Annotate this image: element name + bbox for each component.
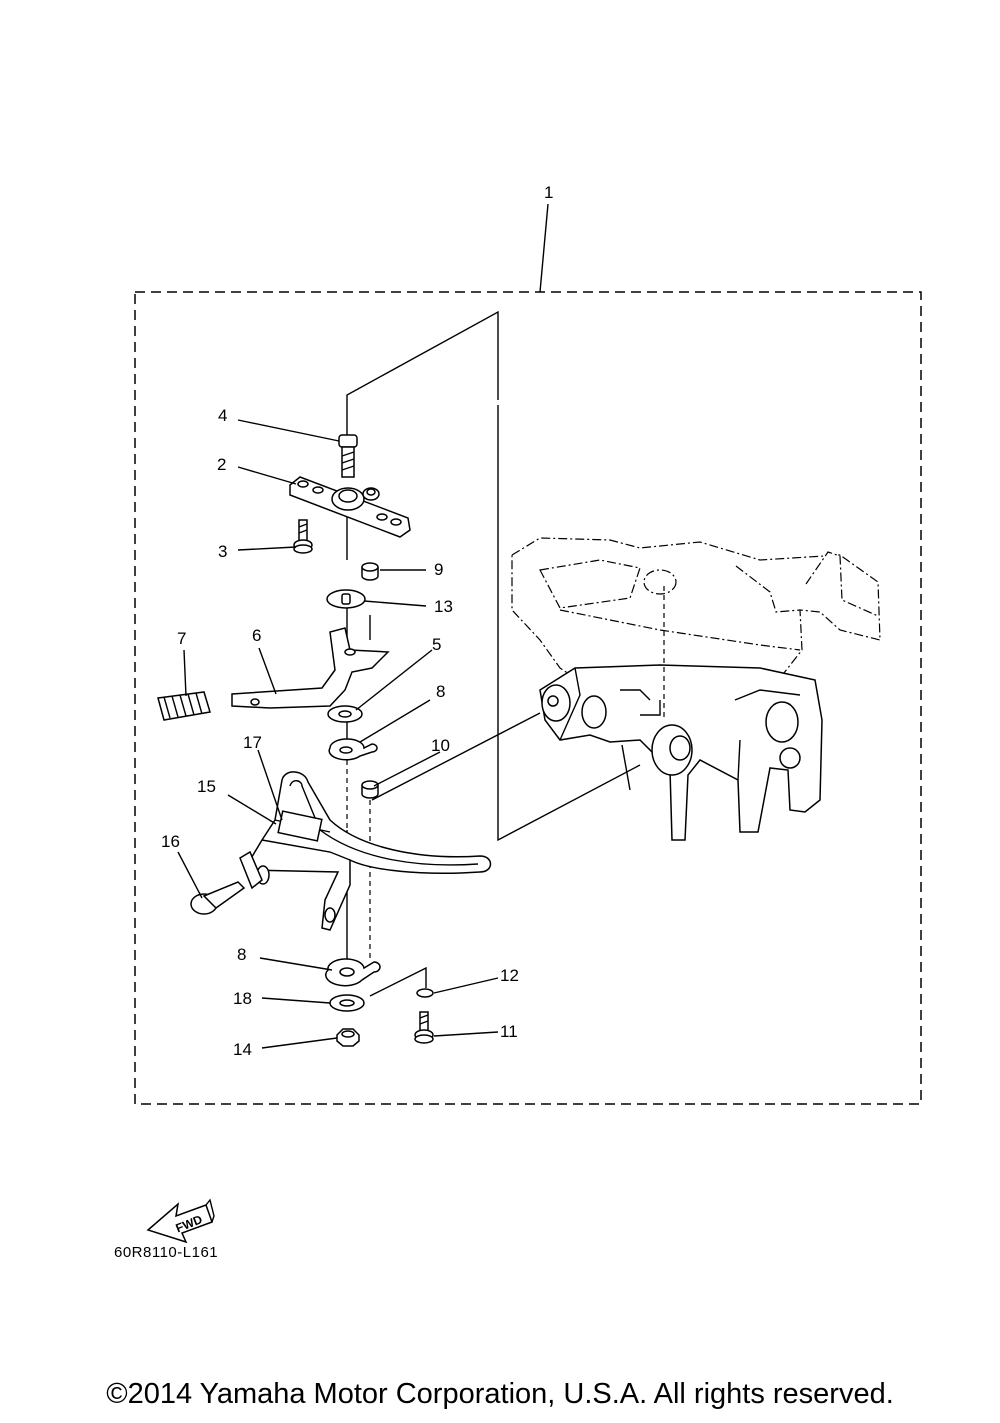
plate-washer-part-8-lower <box>325 958 381 987</box>
callout-1: 1 <box>544 183 553 202</box>
callout-8b: 8 <box>237 945 246 964</box>
lever-part-6 <box>231 627 390 709</box>
part-callouts: 1 2 3 4 5 6 7 8 8 9 10 11 12 13 14 15 16… <box>161 183 553 1059</box>
screw-part-11 <box>414 1011 434 1044</box>
engine-lower-casting <box>539 664 823 841</box>
callout-11: 11 <box>500 1022 518 1041</box>
callout-6: 6 <box>252 626 261 645</box>
callout-10: 10 <box>431 736 450 755</box>
washer-part-5-hole <box>338 710 352 718</box>
callout-15: 15 <box>197 777 216 796</box>
callout-7: 7 <box>177 629 186 648</box>
callout-8a: 8 <box>436 682 445 701</box>
bracket-part-15 <box>239 771 492 931</box>
leader-1 <box>539 203 549 293</box>
diagram-code: 60R8110-L161 <box>114 1244 219 1261</box>
washer-part-18-hole <box>339 999 355 1007</box>
callout-3: 3 <box>218 542 227 561</box>
callout-18: 18 <box>233 989 252 1008</box>
callout-13: 13 <box>434 597 453 616</box>
callout-2: 2 <box>217 455 226 474</box>
engine-bracket-phantom <box>511 537 881 701</box>
callout-14: 14 <box>233 1040 252 1059</box>
callout-9: 9 <box>434 560 443 579</box>
leader-lines <box>177 419 499 1049</box>
collar-part-9 <box>361 562 379 581</box>
grip-part-7 <box>157 691 211 721</box>
fwd-arrow-icon: FWD <box>146 1198 215 1244</box>
washer-part-13 <box>326 589 366 609</box>
pin-part-16 <box>190 881 246 915</box>
callout-4: 4 <box>218 406 227 425</box>
collar-part-10 <box>361 780 379 799</box>
nut-part-14 <box>336 1028 360 1047</box>
callout-5: 5 <box>432 635 441 654</box>
callout-16: 16 <box>161 832 180 851</box>
copyright-notice: ©2014 Yamaha Motor Corporation, U.S.A. A… <box>106 1378 894 1410</box>
plate-washer-part-8-upper <box>328 738 378 761</box>
screw-part-3 <box>293 519 313 554</box>
bolt-part-4 <box>338 434 358 478</box>
assembly-boundary <box>134 291 922 1105</box>
callout-12: 12 <box>500 966 519 985</box>
callout-17: 17 <box>243 733 262 752</box>
washer-part-12 <box>416 988 434 998</box>
plate-part-2 <box>289 476 411 538</box>
hidden-lines <box>346 586 665 960</box>
